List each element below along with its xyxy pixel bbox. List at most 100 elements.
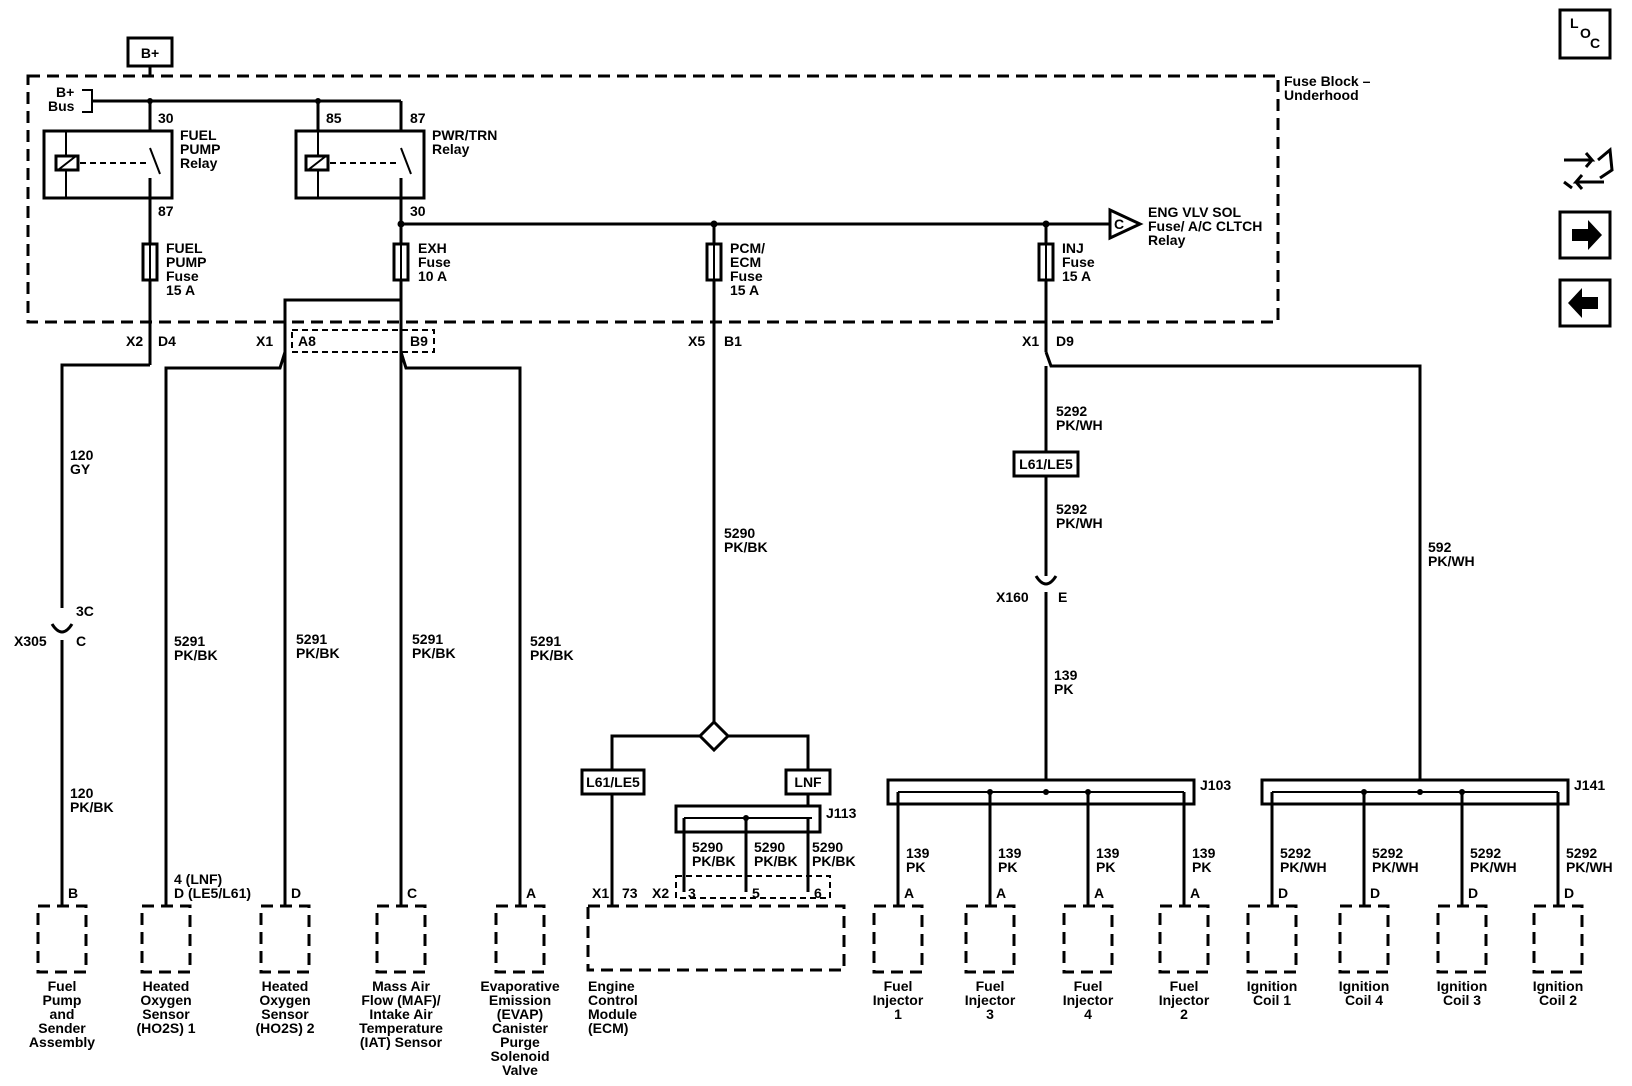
svg-text:5292: 5292 — [1470, 845, 1501, 861]
arrow-right-icon — [1572, 220, 1602, 250]
svg-text:5290: 5290 — [754, 839, 785, 855]
svg-text:6: 6 — [814, 885, 822, 901]
component-label-6-0: Fuel — [884, 978, 913, 994]
svg-text:5292: 5292 — [1056, 501, 1087, 517]
svg-text:5292: 5292 — [1372, 845, 1403, 861]
svg-text:PK/WH: PK/WH — [1056, 417, 1103, 433]
component-label-0-2: and — [50, 1006, 75, 1022]
component-label-1-1: Oxygen — [140, 992, 191, 1008]
component-box-7 — [964, 904, 1016, 974]
svg-text:X2: X2 — [126, 333, 143, 349]
svg-text:30: 30 — [158, 110, 174, 126]
component-label-7-1: Injector — [965, 992, 1016, 1008]
svg-text:Relay: Relay — [432, 141, 470, 157]
component-label-7-2: 3 — [986, 1006, 994, 1022]
svg-text:Fuse: Fuse — [166, 268, 199, 284]
svg-text:30: 30 — [410, 203, 426, 219]
svg-text:5291: 5291 — [412, 631, 443, 647]
component-label-4-0: Evaporative — [480, 978, 560, 994]
component-box-11 — [1338, 904, 1390, 974]
component-label-4-6: Valve — [502, 1062, 538, 1078]
x160-connector — [1034, 575, 1058, 586]
loc-box[interactable] — [1558, 8, 1612, 60]
component-label-3-0: Mass Air — [372, 978, 430, 994]
component-label-3-4: (IAT) Sensor — [360, 1034, 443, 1050]
component-label-3-2: Intake Air — [369, 1006, 433, 1022]
svg-text:PK/BK: PK/BK — [412, 645, 456, 661]
svg-text:Fuse/ A/C CLTCH: Fuse/ A/C CLTCH — [1148, 218, 1262, 234]
svg-text:PUMP: PUMP — [166, 254, 206, 270]
component-box-4 — [494, 904, 546, 974]
svg-text:Relay: Relay — [1148, 232, 1186, 248]
svg-text:5: 5 — [752, 885, 760, 901]
component-label-9-1: Injector — [1159, 992, 1210, 1008]
component-label-5-0: Engine — [588, 978, 635, 994]
component-pin-7: A — [996, 885, 1006, 901]
next-page-button[interactable] — [1558, 210, 1612, 260]
svg-text:PWR/TRN: PWR/TRN — [432, 127, 497, 143]
svg-text:X5: X5 — [688, 333, 705, 349]
component-label-0-1: Pump — [43, 992, 82, 1008]
component-label-1-3: (HO2S) 1 — [136, 1020, 195, 1036]
svg-text:GY: GY — [70, 461, 91, 477]
svg-text:D (LE5/L61): D (LE5/L61) — [174, 885, 251, 901]
swap-arrows-icon[interactable] — [1558, 146, 1614, 196]
svg-text:C: C — [76, 633, 86, 649]
component-label-5-2: Module — [588, 1006, 637, 1022]
component-label-4-3: Canister — [492, 1020, 549, 1036]
component-label-12-1: Coil 3 — [1443, 992, 1481, 1008]
fuse-block-title-1: Fuse Block – — [1284, 73, 1371, 89]
svg-text:PK/WH: PK/WH — [1566, 859, 1613, 875]
prev-page-button[interactable] — [1558, 278, 1612, 328]
svg-text:PK: PK — [906, 859, 925, 875]
component-label-11-0: Ignition — [1339, 978, 1390, 994]
svg-text:PCM/: PCM/ — [730, 240, 765, 256]
fuse-block-title-2: Underhood — [1284, 87, 1359, 103]
component-label-8-0: Fuel — [1074, 978, 1103, 994]
component-label-5-1: Control — [588, 992, 638, 1008]
svg-text:592: 592 — [1428, 539, 1452, 555]
svg-text:PK/BK: PK/BK — [70, 799, 114, 815]
component-pin-11: D — [1370, 885, 1380, 901]
svg-text:15 A: 15 A — [730, 282, 759, 298]
option-diamond — [697, 719, 731, 753]
component-label-1-0: Heated — [143, 978, 190, 994]
component-pin-0: B — [68, 885, 78, 901]
svg-text:EXH: EXH — [418, 240, 447, 256]
component-label-9-2: 2 — [1180, 1006, 1188, 1022]
svg-text:B1: B1 — [724, 333, 742, 349]
svg-text:87: 87 — [410, 110, 426, 126]
component-label-4-1: Emission — [489, 992, 551, 1008]
svg-text:120: 120 — [70, 785, 94, 801]
svg-text:3: 3 — [688, 885, 696, 901]
component-box-10 — [1246, 904, 1298, 974]
component-box-2 — [259, 904, 311, 974]
svg-text:PK/WH: PK/WH — [1056, 515, 1103, 531]
svg-text:5292: 5292 — [1280, 845, 1311, 861]
bplus-label: B+ — [141, 45, 159, 61]
component-pin-6: A — [904, 885, 914, 901]
svg-text:D4: D4 — [158, 333, 176, 349]
component-label-6-2: 1 — [894, 1006, 902, 1022]
svg-text:L: L — [1570, 15, 1579, 31]
component-label-2-2: Sensor — [261, 1006, 309, 1022]
component-label-0-3: Sender — [38, 1020, 86, 1036]
svg-text:PK/BK: PK/BK — [754, 853, 798, 869]
component-pin-8: A — [1094, 885, 1104, 901]
component-label-6-1: Injector — [873, 992, 924, 1008]
bus-label-1: B+ — [56, 84, 74, 100]
svg-text:Fuse: Fuse — [1062, 254, 1095, 270]
component-label-12-0: Ignition — [1437, 978, 1488, 994]
svg-text:Relay: Relay — [180, 155, 218, 171]
svg-text:PK/BK: PK/BK — [174, 647, 218, 663]
component-label-5-3: (ECM) — [588, 1020, 628, 1036]
component-pin-10: D — [1278, 885, 1288, 901]
eng-vlv-ref: C — [1114, 216, 1124, 232]
svg-text:139: 139 — [906, 845, 930, 861]
component-label-7-0: Fuel — [976, 978, 1005, 994]
component-pin-12: D — [1468, 885, 1478, 901]
component-pin-4: A — [526, 885, 536, 901]
svg-text:J103: J103 — [1200, 777, 1231, 793]
component-label-4-2: (EVAP) — [497, 1006, 543, 1022]
component-pin-9: A — [1190, 885, 1200, 901]
